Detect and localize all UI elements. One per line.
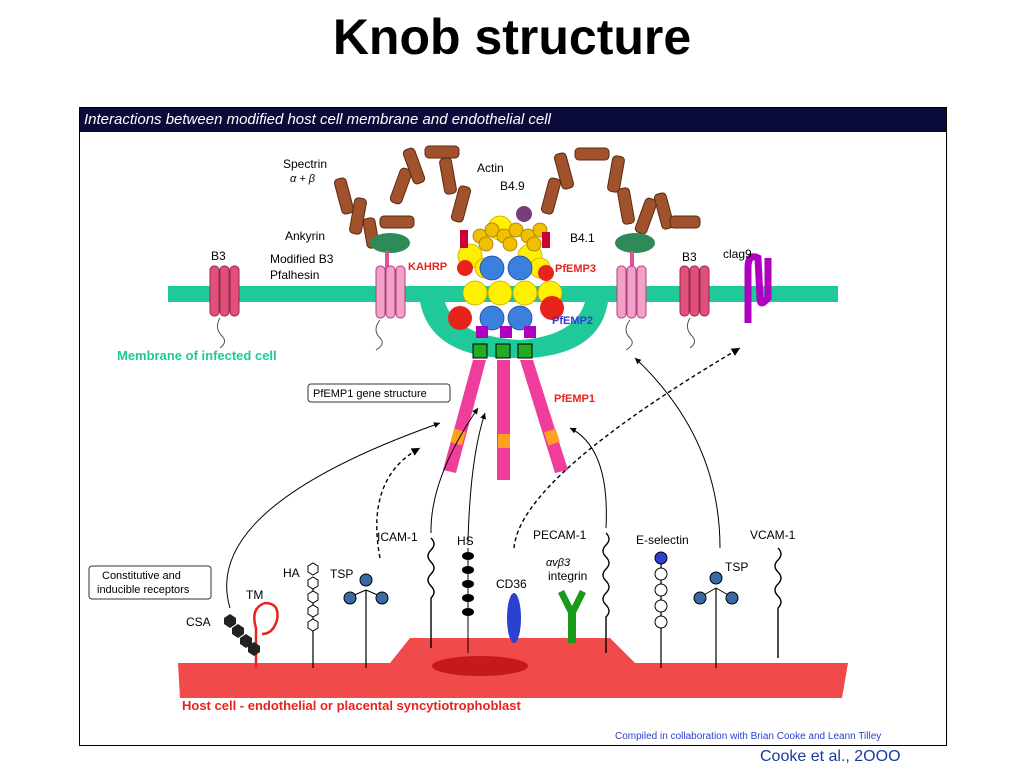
hs-label: HS [457, 534, 474, 548]
page-title: Knob structure [332, 9, 692, 65]
host-nucleus [432, 656, 528, 676]
b41-label: B4.1 [570, 231, 595, 245]
knob-actin [472, 222, 548, 252]
receptors-box [88, 565, 212, 600]
tm-label: TM [246, 588, 263, 602]
b41-left [460, 230, 468, 248]
tm-receptor [253, 601, 279, 668]
kahrp-label: KAHRP [408, 261, 447, 273]
b3-right-label: B3 [682, 250, 697, 264]
b49-label: B4.9 [500, 179, 525, 193]
citation: Cooke et al., 2OOO [760, 748, 901, 765]
b3-left-label: B3 [211, 249, 226, 263]
knob-cup [420, 302, 608, 358]
ha-chain [307, 562, 319, 632]
spectrin-sub-label: α + β [290, 173, 316, 185]
modified-b3-label: Modified B3 [270, 252, 334, 266]
host-label: Host cell - endothelial or placental syn… [182, 698, 521, 713]
tsp-left-receptor [343, 573, 389, 605]
eselectin-receptor [654, 551, 668, 629]
csa-chain [224, 614, 260, 656]
ha-label: HA [283, 566, 300, 580]
spectrin-left [333, 145, 472, 249]
ankyrin-label: Ankyrin [285, 229, 325, 243]
receptors-line1: Constitutive and [102, 570, 181, 582]
cd36-label: CD36 [496, 577, 527, 591]
pfemp3-label: PfEMP3 [555, 263, 596, 275]
knob-red [448, 260, 564, 330]
diagram-canvas: Spectrin α + β Actin B4.9 B4.1 Ankyrin B… [88, 145, 881, 742]
actin-label: Actin [477, 161, 504, 175]
compiled-label: Compiled in collaboration with Brian Coo… [615, 731, 881, 742]
pfemp1-shafts [443, 360, 568, 480]
pecam-receptor [602, 532, 610, 653]
ankyrin-left [370, 233, 410, 253]
knob-diagram: Interactions between modified host cell … [79, 107, 947, 746]
clag9-protein [744, 253, 772, 323]
pecam-label: PECAM-1 [533, 528, 587, 542]
csa-label: CSA [186, 615, 211, 629]
tsp-right-receptor [693, 571, 739, 605]
cd36-receptor [507, 593, 521, 643]
hs-chain [462, 548, 474, 653]
pfemp1-label: PfEMP1 [554, 393, 595, 405]
modified-b3-left [375, 265, 406, 319]
tsp-left-label: TSP [330, 567, 353, 581]
integrin-sym-label: αvβ3 [546, 557, 571, 569]
b49-protein [516, 206, 532, 222]
gene-structure-box [307, 383, 451, 403]
modified-b3-right [616, 265, 647, 319]
membrane-label: Membrane of infected cell [117, 348, 277, 363]
spectrin-label: Spectrin [283, 157, 327, 171]
vcam-receptor [774, 547, 782, 658]
integrin-receptor [558, 590, 586, 643]
icam-receptor [427, 537, 435, 648]
tsp-right-label: TSP [725, 560, 748, 574]
kahrp-blue [479, 255, 533, 331]
integrin-label: integrin [548, 569, 587, 583]
diagram-banner: Interactions between modified host cell … [80, 108, 946, 132]
b41-right [542, 232, 550, 248]
pfemp2-label: PfEMP2 [552, 315, 593, 327]
receptors-line2: inducible receptors [97, 584, 190, 596]
b3-right-protein [679, 265, 710, 317]
gene-structure-label: PfEMP1 gene structure [313, 388, 427, 400]
clag9-label: clag9 [723, 247, 752, 261]
vcam-label: VCAM-1 [750, 528, 796, 542]
pfalhesin-label: Pfalhesin [270, 268, 319, 282]
ankyrin-right [615, 233, 655, 253]
icam-label: ICAM-1 [377, 530, 418, 544]
b3-left-protein [209, 265, 240, 317]
eselectin-label: E-selectin [636, 533, 689, 547]
pfemp1-heads [472, 326, 536, 359]
spectrin-right [540, 147, 701, 235]
